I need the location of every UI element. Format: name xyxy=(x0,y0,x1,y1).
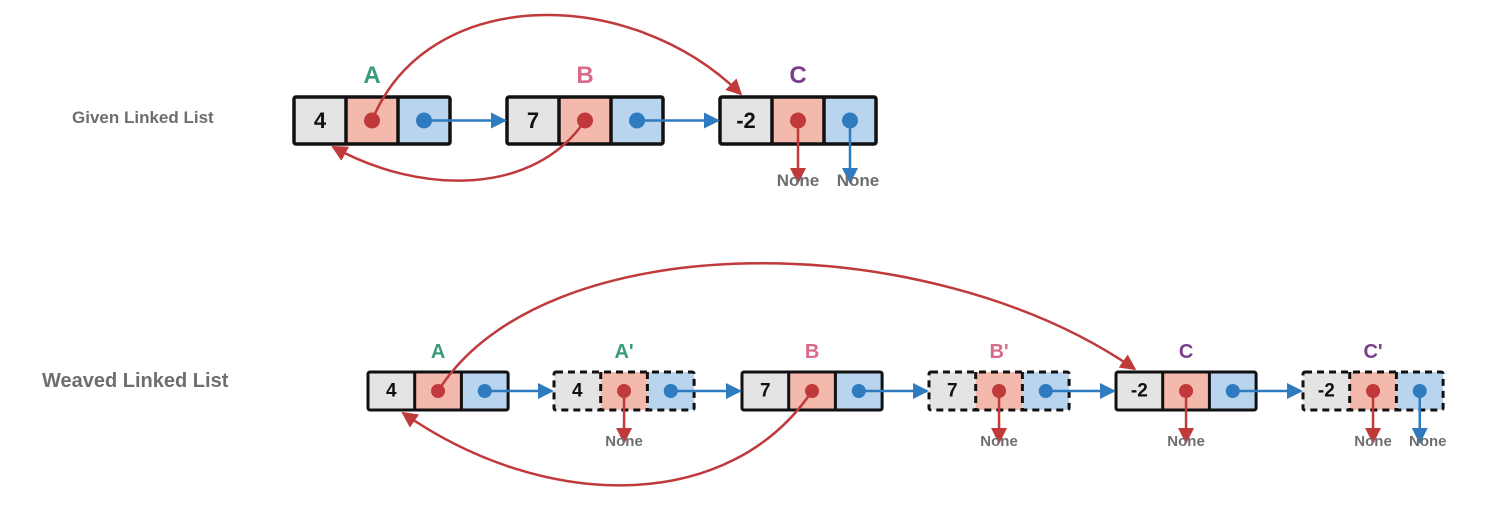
data-cell xyxy=(720,97,772,144)
data-cell xyxy=(929,372,976,410)
data-cell xyxy=(368,372,415,410)
given-row-label: Given Linked List xyxy=(72,108,214,127)
node-label: C xyxy=(789,62,806,89)
random-pointer-arc-a-to-c xyxy=(370,13,743,121)
none-label: None xyxy=(605,433,643,450)
none-label: None xyxy=(837,171,880,190)
data-cell xyxy=(507,97,559,144)
data-cell xyxy=(1303,372,1350,410)
node-label: A xyxy=(363,62,380,89)
none-label: None xyxy=(1167,433,1205,450)
data-cell xyxy=(1116,372,1163,410)
node-value: 7 xyxy=(760,381,771,402)
node-value: -2 xyxy=(736,108,756,133)
node-value: 7 xyxy=(527,108,539,133)
node-label: A xyxy=(431,341,445,363)
none-label: None xyxy=(1354,433,1392,450)
data-cell xyxy=(554,372,601,410)
weaved-row-label: Weaved Linked List xyxy=(42,370,229,392)
node-value: 4 xyxy=(386,381,397,402)
node-value: 4 xyxy=(314,108,327,133)
data-cell xyxy=(742,372,789,410)
node-label: C' xyxy=(1363,341,1382,363)
node-a: A4 xyxy=(292,62,452,146)
node-label: B xyxy=(805,341,819,363)
node-a: A4 xyxy=(366,341,510,412)
random-pointer-arc-b-to-a xyxy=(331,119,587,182)
node-b: B7 xyxy=(740,341,884,412)
none-label: None xyxy=(777,171,820,190)
node-value: 4 xyxy=(572,381,583,402)
data-cell xyxy=(294,97,346,144)
random-pointer-arc-b-to-a xyxy=(401,390,814,487)
node-label: B xyxy=(576,62,593,89)
node-label: A' xyxy=(614,341,633,363)
none-label: None xyxy=(1409,433,1447,450)
node-b: B7 xyxy=(505,62,665,146)
node-label: C xyxy=(1179,341,1193,363)
random-pointer-arc-a-to-c xyxy=(436,262,1137,392)
node-label: B' xyxy=(989,341,1008,363)
none-label: None xyxy=(980,433,1018,450)
node-value: 7 xyxy=(947,381,958,402)
node-value: -2 xyxy=(1318,381,1335,402)
node-value: -2 xyxy=(1131,381,1148,402)
